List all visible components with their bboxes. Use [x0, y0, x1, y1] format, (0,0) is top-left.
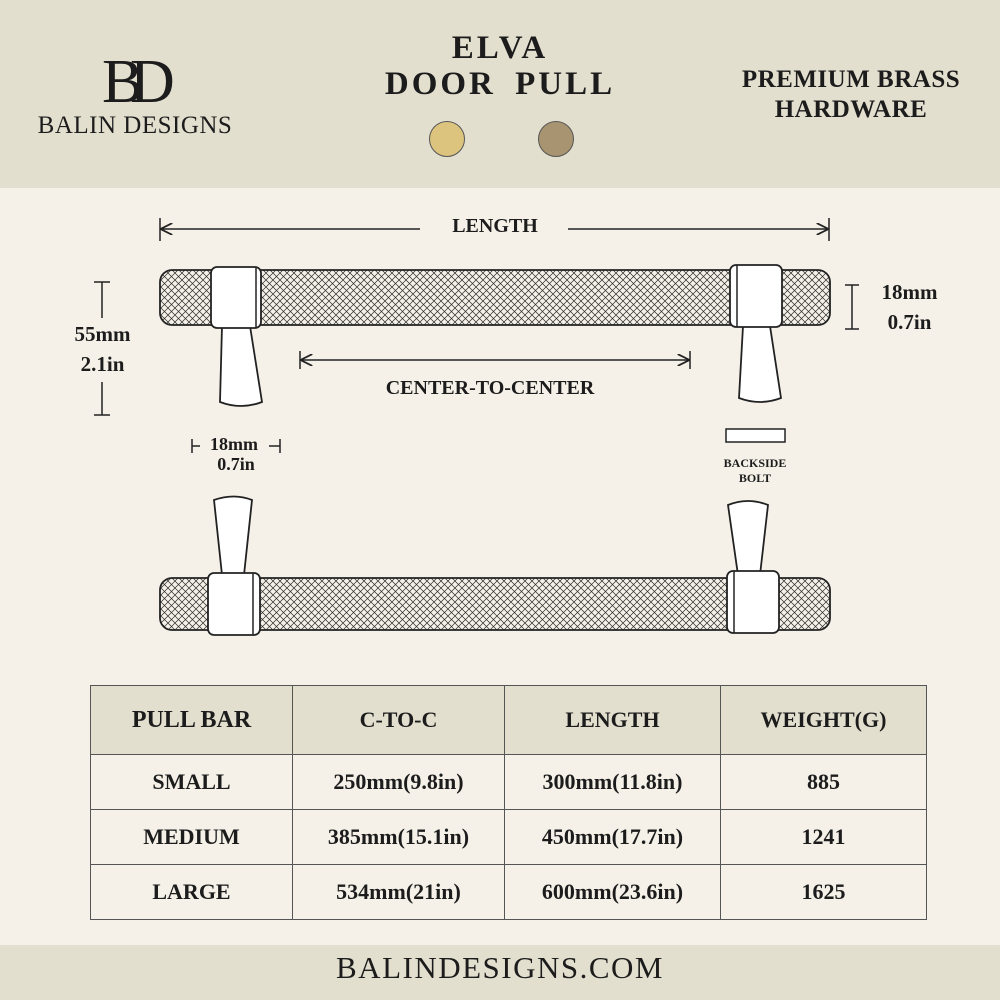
bar-diameter-mm: 18mm	[881, 280, 938, 304]
tagline-line1: PREMIUM BRASS	[741, 66, 961, 93]
collar-left-top	[210, 266, 262, 329]
center-to-center-label: CENTER-TO-CENTER	[385, 377, 595, 399]
post-left-bottom	[213, 495, 253, 576]
cell-weight: 1625	[720, 864, 927, 920]
collar-right-bottom	[726, 570, 780, 634]
collar-left-bottom	[207, 572, 261, 636]
post-diameter-mm: 18mm	[210, 434, 258, 454]
cell-size: MEDIUM	[90, 809, 293, 865]
cell-weight: 1241	[720, 809, 927, 865]
header-pull-bar: PULL BAR	[90, 685, 293, 755]
header-banner	[0, 0, 1000, 188]
footer-website-link[interactable]: BALINDESIGNS.COM	[336, 950, 664, 985]
table-row: SMALL 250mm(9.8in) 300mm(11.8in) 885	[90, 754, 927, 810]
table-row: LARGE 534mm(21in) 600mm(23.6in) 1625	[90, 864, 927, 920]
cell-length: 600mm(23.6in)	[504, 864, 721, 920]
brand-logo-monogram: B D	[102, 48, 175, 110]
spec-table: PULL BAR C-TO-C LENGTH WEIGHT(G) SMALL 2…	[90, 685, 927, 920]
knurled-bar-top	[159, 269, 831, 326]
backside-bolt-label-line2: BOLT	[738, 471, 772, 485]
footer-banner	[0, 945, 1000, 1000]
post-right-top	[738, 325, 782, 403]
cell-length: 450mm(17.7in)	[504, 809, 721, 865]
post-left-top	[219, 325, 264, 407]
length-label: LENGTH	[452, 215, 538, 237]
height-in: 2.1in	[80, 352, 125, 376]
table-header-row: PULL BAR C-TO-C LENGTH WEIGHT(G)	[90, 685, 927, 755]
header-c-to-c: C-TO-C	[292, 685, 505, 755]
backside-bolt-icon	[725, 428, 786, 443]
brand-name: BALIN DESIGNS	[37, 112, 233, 139]
cell-size: SMALL	[90, 754, 293, 810]
cell-c-to-c: 385mm(15.1in)	[292, 809, 505, 865]
pull-front-view	[159, 264, 831, 407]
product-title-line1: ELVA	[451, 30, 549, 66]
svg-text:B: B	[102, 48, 143, 110]
post-diameter-in: 0.7in	[217, 454, 255, 474]
tagline-line2: HARDWARE	[774, 96, 928, 123]
cell-weight: 885	[720, 754, 927, 810]
pull-rear-view	[159, 495, 831, 636]
cell-c-to-c: 534mm(21in)	[292, 864, 505, 920]
table-row: MEDIUM 385mm(15.1in) 450mm(17.7in) 1241	[90, 809, 927, 865]
backside-bolt-label-line1: BACKSIDE	[723, 456, 787, 470]
dimension-drawing	[94, 218, 859, 636]
collar-right-top	[729, 264, 783, 328]
cell-c-to-c: 250mm(9.8in)	[292, 754, 505, 810]
knurled-bar-bottom	[159, 577, 831, 631]
product-title-line2: DOOR PULL	[384, 66, 616, 102]
header-length: LENGTH	[504, 685, 721, 755]
finish-swatch-antique-brass[interactable]	[538, 121, 574, 157]
finish-swatch-satin-brass[interactable]	[429, 121, 465, 157]
post-right-bottom	[727, 500, 769, 576]
height-mm: 55mm	[74, 322, 131, 346]
cell-size: LARGE	[90, 864, 293, 920]
bar-diameter-in: 0.7in	[887, 310, 932, 334]
header-weight: WEIGHT(G)	[720, 685, 927, 755]
cell-length: 300mm(11.8in)	[504, 754, 721, 810]
svg-text:D: D	[130, 48, 175, 110]
